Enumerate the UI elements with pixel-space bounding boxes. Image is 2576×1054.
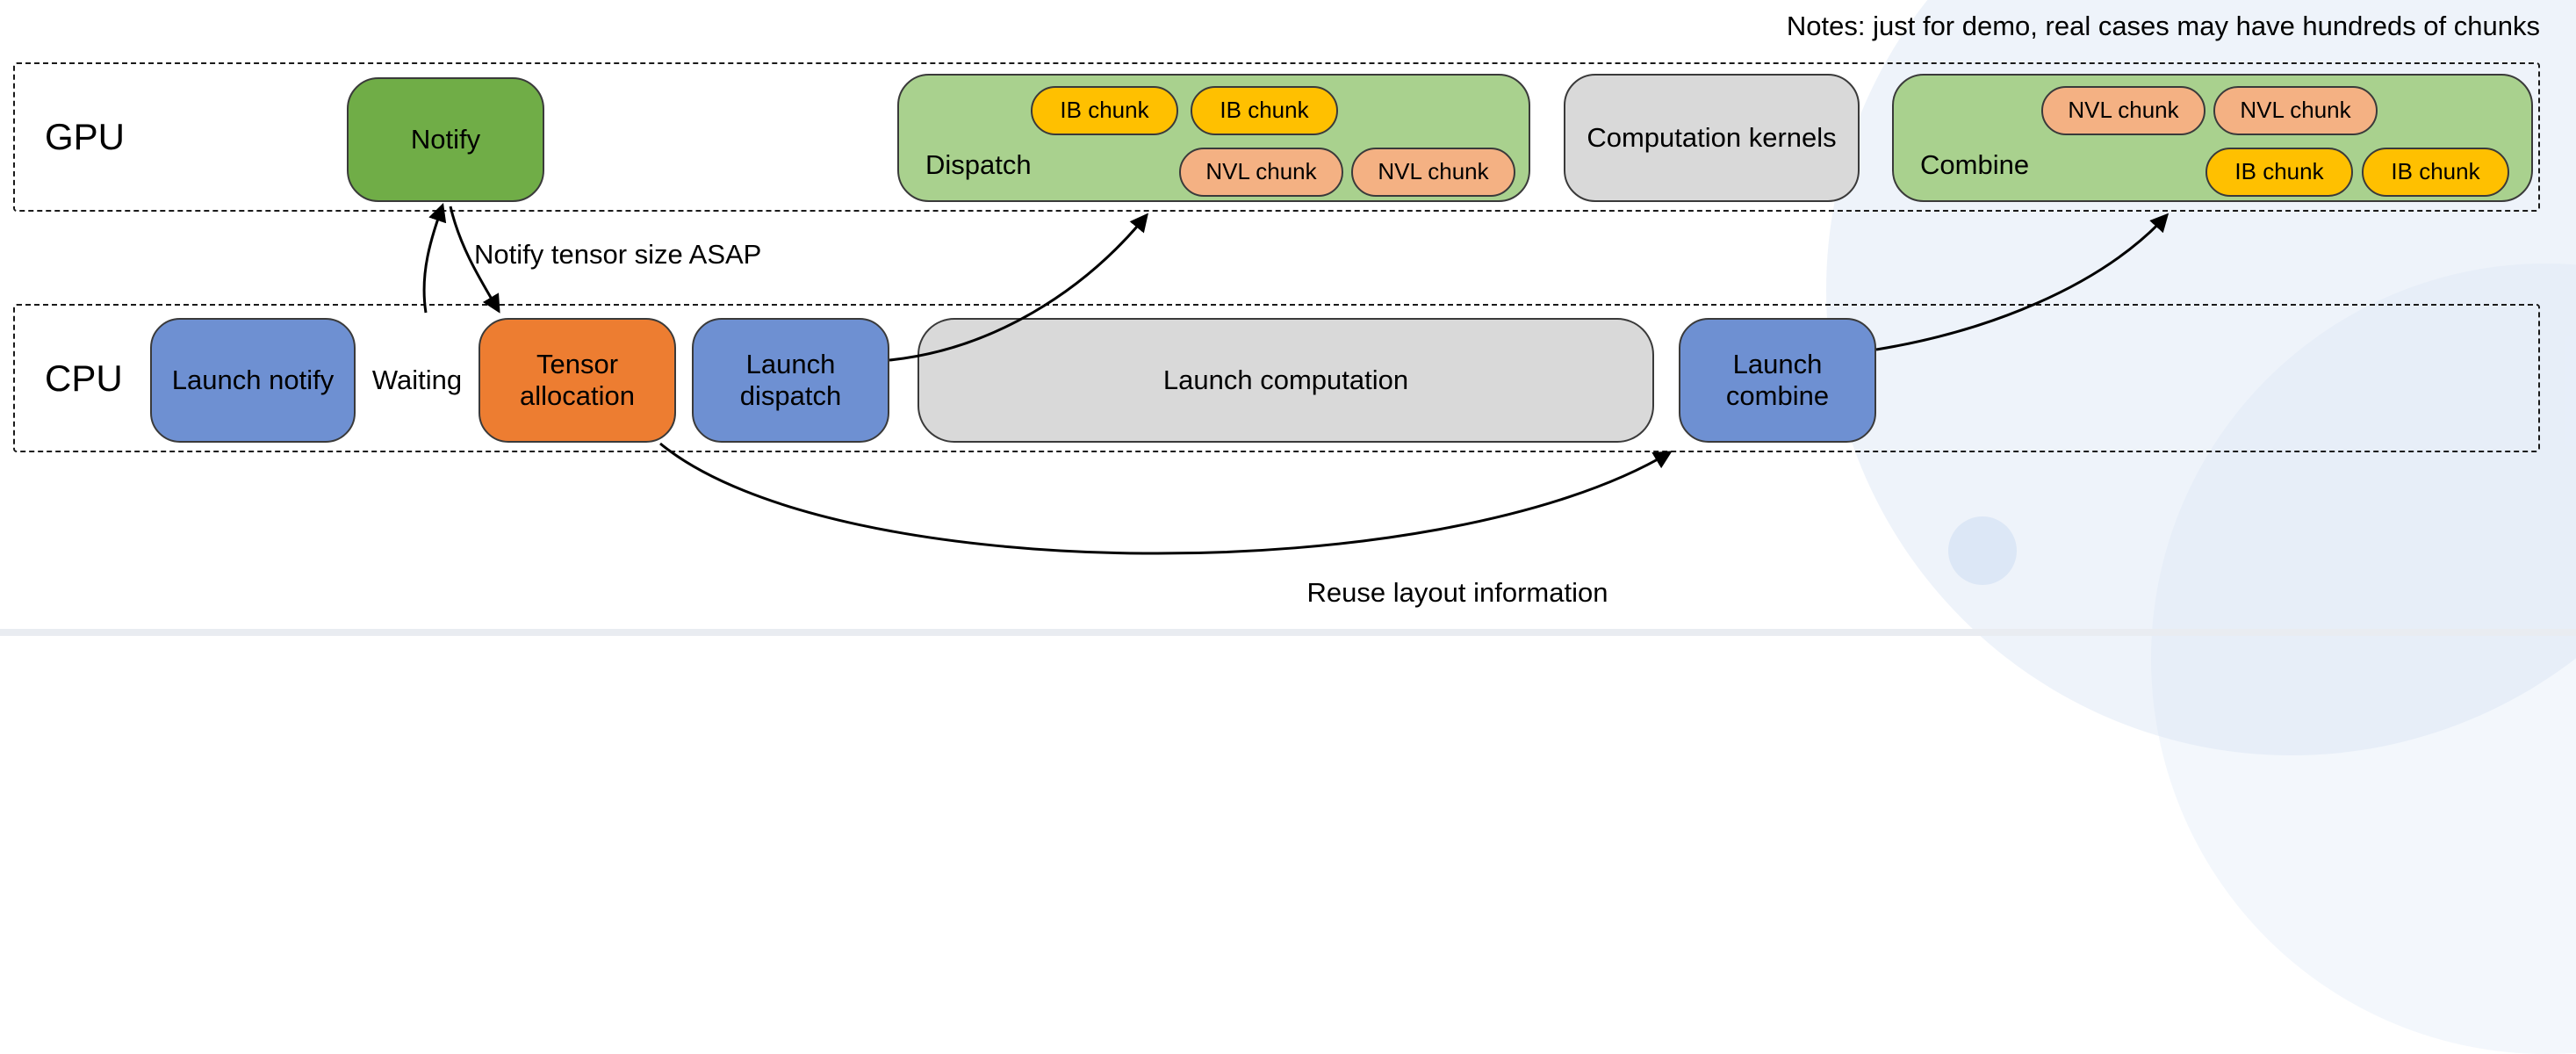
- computation-kernels-block: Computation kernels: [1564, 74, 1860, 202]
- arrow-reuse-layout: [659, 442, 1673, 555]
- launch-combine-block: Launch combine: [1679, 318, 1876, 443]
- tensor-allocation-block: Tensor allocation: [479, 318, 676, 443]
- bottom-edge-strip: [0, 629, 2576, 636]
- computation-kernels-label: Computation kernels: [1587, 122, 1837, 154]
- notify-label: Notify: [410, 124, 481, 155]
- nvl-chunk: NVL chunk: [2041, 86, 2205, 135]
- launch-combine-label: Launch combine: [1725, 349, 1830, 411]
- watermark-dot: [1948, 516, 2017, 585]
- launch-computation-label: Launch computation: [1162, 365, 1409, 396]
- gpu-lane: GPU Notify Dispatch IB chunk IB chunk NV…: [13, 62, 2540, 212]
- nvl-chunk: NVL chunk: [1351, 148, 1515, 197]
- cpu-lane-label: CPU: [45, 357, 123, 399]
- dispatch-block: Dispatch IB chunk IB chunk NVL chunk NVL…: [897, 74, 1530, 202]
- dispatch-label: Dispatch: [925, 149, 1032, 181]
- demo-note: Notes: just for demo, real cases may hav…: [1786, 11, 2540, 41]
- launch-computation-block: Launch computation: [917, 318, 1654, 443]
- nvl-chunk: NVL chunk: [2213, 86, 2378, 135]
- waiting-text: Waiting: [371, 365, 463, 395]
- tensor-allocation-label: Tensor allocation: [520, 349, 635, 411]
- combine-label: Combine: [1920, 149, 2030, 181]
- launch-dispatch-block: Launch dispatch: [692, 318, 889, 443]
- notify-asap-annotation: Notify tensor size ASAP: [474, 239, 762, 270]
- reuse-layout-annotation: Reuse layout information: [1306, 577, 1608, 608]
- ib-chunk: IB chunk: [1191, 86, 1338, 135]
- ib-chunk: IB chunk: [1031, 86, 1178, 135]
- ib-chunk: IB chunk: [2205, 148, 2353, 197]
- launch-notify-block: Launch notify: [150, 318, 356, 443]
- cpu-lane: CPU Launch notify Waiting Tensor allocat…: [13, 304, 2540, 452]
- arrow-launchnotify-to-notify: [422, 203, 447, 314]
- ib-chunk: IB chunk: [2362, 148, 2509, 197]
- gpu-lane-label: GPU: [45, 116, 126, 157]
- nvl-chunk: NVL chunk: [1179, 148, 1343, 197]
- launch-notify-label: Launch notify: [171, 365, 335, 396]
- notify-block: Notify: [347, 77, 544, 202]
- combine-block: Combine NVL chunk NVL chunk IB chunk IB …: [1892, 74, 2533, 202]
- launch-dispatch-label: Launch dispatch: [739, 349, 842, 411]
